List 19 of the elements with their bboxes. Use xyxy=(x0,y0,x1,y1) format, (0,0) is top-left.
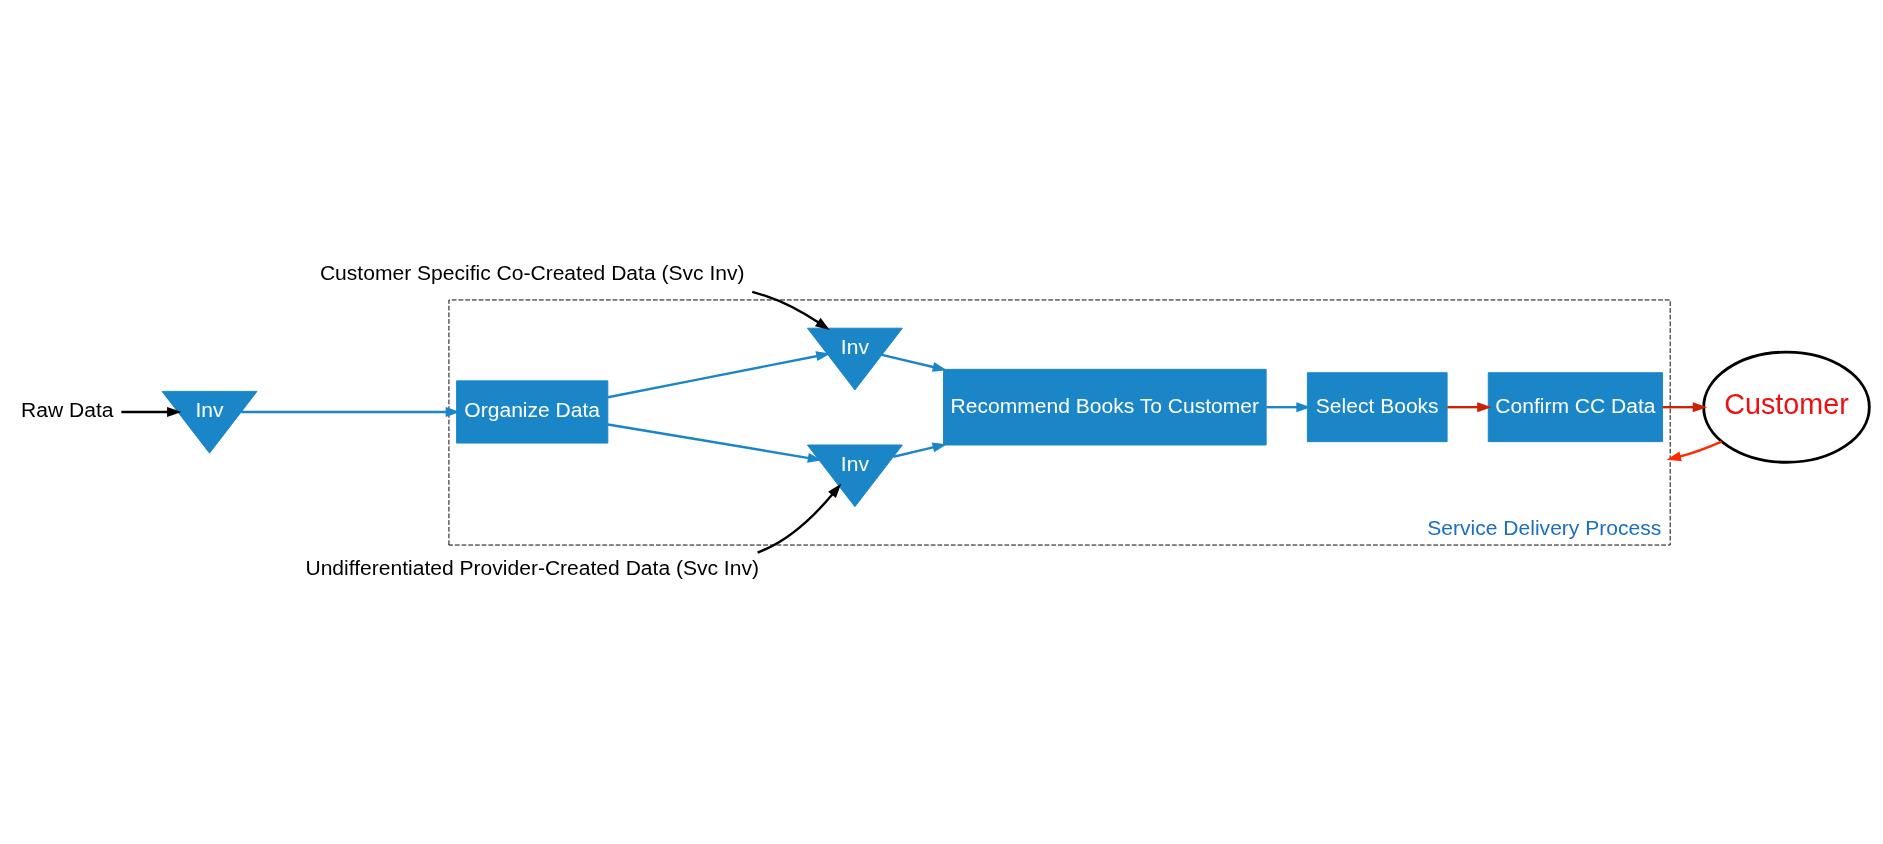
arrow xyxy=(1666,439,1723,461)
node-text: Customer Specific Co-Created Data (Svc Inv) xyxy=(319,260,745,284)
node-box: Organize Data xyxy=(456,379,609,444)
node-box: Recommend Books To Customer xyxy=(943,368,1267,445)
arrow xyxy=(881,353,947,372)
arrow xyxy=(1662,401,1708,412)
arrow xyxy=(607,350,831,398)
arrow xyxy=(1266,401,1311,412)
node-box: Select Books xyxy=(1306,371,1448,442)
node-text: Raw Data xyxy=(21,397,114,421)
arrow xyxy=(1447,401,1492,412)
arrow xyxy=(751,290,830,330)
node-ellipse: Customer xyxy=(1702,350,1871,464)
arrow xyxy=(757,483,842,554)
arrow xyxy=(607,422,823,463)
arrow xyxy=(893,442,947,458)
node-text: Undifferentiated Provider-Created Data (Svc Inv) xyxy=(305,555,759,579)
arrow xyxy=(121,406,182,417)
node-box: Confirm CC Data xyxy=(1487,371,1663,442)
